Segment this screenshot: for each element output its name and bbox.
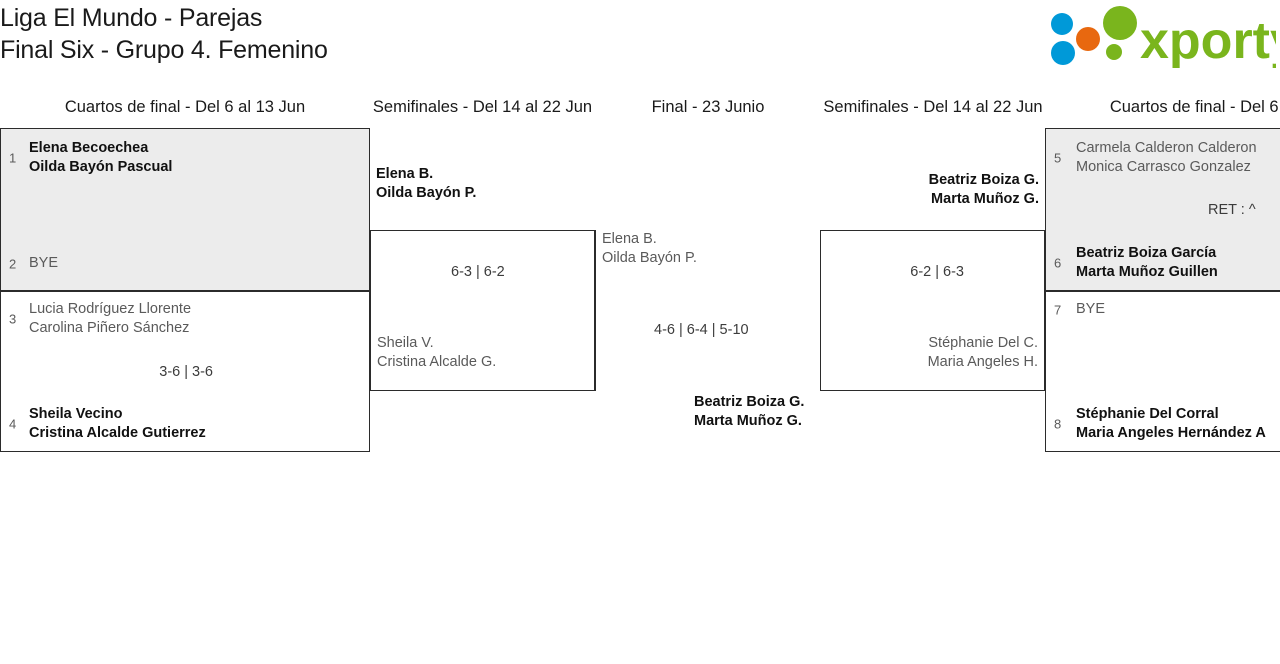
seed-number: 2 (9, 256, 17, 271)
competitor-name-line-2: Marta Muñoz Guillen (1076, 264, 1218, 280)
match-box-qf-left-2[interactable]: 3 Lucia Rodríguez Llorente Carolina Piñe… (0, 291, 370, 452)
competitor-name-line-1: Carmela Calderon Calderon (1076, 140, 1257, 156)
match-box-sf-left[interactable]: 6-3 | 6-2 Sheila V. Cristina Alcalde G. (370, 230, 595, 391)
competitor-name-line-2: Marta Muñoz G. (694, 413, 802, 429)
competitor-sf-right-top: Beatriz Boiza G. Marta Muñoz G. (929, 171, 1039, 209)
match-box-sf-right[interactable]: 6-2 | 6-3 Stéphanie Del C. Maria Angeles… (820, 230, 1045, 391)
seed-number: 8 (1054, 416, 1062, 432)
seed-number: 7 (1054, 302, 1062, 317)
competitor-name-line-2: Maria Angeles Hernández A (1076, 425, 1266, 441)
round-header-quarterfinals-right: Cuartos de final - Del 6 al 13 Jun (1109, 98, 1280, 116)
competitor-name-line-2: Oilda Bayón P. (602, 250, 697, 266)
competitor-name-line-2: Oilda Bayón Pascual (29, 159, 173, 175)
competitor-final-top: Elena B. Oilda Bayón P. (602, 230, 697, 268)
competitor-name-line-1: Beatriz Boiza G. (694, 394, 805, 410)
competitor-name-line-1: Sheila V. (377, 335, 434, 351)
match-box-final[interactable]: Elena B. Oilda Bayón P. 4-6 | 6-4 | 5-10 (595, 230, 821, 391)
seed-number: 1 (9, 150, 17, 166)
competitor-seed-4: 4 Sheila Vecino Cristina Alcalde Gutierr… (9, 405, 359, 443)
match-score: 6-2 | 6-3 (910, 264, 964, 280)
title-line-2: Final Six - Grupo 4. Femenino (0, 36, 328, 64)
competitor-seed-3: 3 Lucia Rodríguez Llorente Carolina Piñe… (9, 300, 359, 338)
competitor-sf-left-top: Elena B. Oilda Bayón P. (376, 165, 476, 203)
competitor-name-line-1: Beatriz Boiza G. (928, 172, 1039, 188)
competitor-name-line-1: Beatriz Boiza García (1076, 245, 1217, 261)
competitor-seed-8: 8 Stéphanie Del Corral Maria Angeles Her… (1054, 405, 1280, 443)
match-score: 4-6 | 6-4 | 5-10 (654, 322, 749, 338)
competitor-seed-2: 2 BYE (9, 254, 359, 273)
competitor-name-line-1: Stéphanie Del C. (928, 335, 1038, 351)
competitor-name-line-1: Elena Becoechea (29, 140, 149, 156)
competitor-name-line-2: Carolina Piñero Sánchez (29, 320, 190, 336)
competitor-seed-5: 5 Carmela Calderon Calderon Monica Carra… (1054, 139, 1280, 177)
competitor-name-line-2: Monica Carrasco Gonzalez (1076, 159, 1251, 175)
match-box-qf-right-2[interactable]: 7 BYE 8 Stéphanie Del Corral Maria Angel… (1045, 291, 1280, 452)
competitor-name-line-2: Cristina Alcalde G. (377, 354, 497, 370)
competitor-seed-1: 1 Elena Becoechea Oilda Bayón Pascual (9, 139, 359, 177)
competitor-final-bottom: Beatriz Boiza G. Marta Muñoz G. (694, 393, 804, 431)
round-header-quarterfinals-left: Cuartos de final - Del 6 al 13 Jun (64, 98, 306, 116)
competitor-seed-6: 6 Beatriz Boiza García Marta Muñoz Guill… (1054, 244, 1280, 282)
competitor-name-line-1: Lucia Rodríguez Llorente (29, 301, 192, 317)
round-header-final: Final - 23 Junio (651, 98, 765, 116)
competitor-seed-7: 7 BYE (1054, 300, 1280, 319)
competitor-name-line-1: BYE (29, 255, 59, 271)
competitor-name-line-1: Elena B. (376, 166, 434, 182)
competitor-name-line-1: Sheila Vecino (29, 406, 123, 422)
round-header-semifinals-left: Semifinales - Del 14 al 22 Jun (372, 98, 593, 116)
seed-number: 4 (9, 416, 17, 432)
competitor-name-line-1: BYE (1076, 301, 1106, 317)
match-score: 3-6 | 3-6 (159, 364, 213, 380)
competitor-name-line-2: Cristina Alcalde Gutierrez (29, 425, 206, 441)
competitor-name-line-2: Maria Angeles H. (927, 354, 1038, 370)
competitor-sf-right-bottom: Stéphanie Del C. Maria Angeles H. (928, 334, 1038, 372)
seed-number: 5 (1054, 150, 1062, 166)
connector-sf-left-upper (369, 209, 370, 231)
seed-number: 6 (1054, 255, 1062, 271)
seed-number: 3 (9, 311, 17, 327)
competitor-name-line-2: Oilda Bayón P. (376, 185, 477, 201)
competitor-sf-left-bottom: Sheila V. Cristina Alcalde G. (377, 334, 496, 372)
svg-text:xporty: xporty (1140, 12, 1276, 68)
round-header-semifinals-right: Semifinales - Del 14 al 22 Jun (823, 98, 1043, 116)
competitor-name-line-1: Stéphanie Del Corral (1076, 406, 1219, 422)
match-box-qf-right-1[interactable]: 5 Carmela Calderon Calderon Monica Carra… (1045, 128, 1280, 291)
match-score: 6-3 | 6-2 (451, 264, 505, 280)
match-score: RET : ^ (1208, 202, 1256, 218)
competitor-name-line-1: Elena B. (602, 231, 657, 247)
xporty-logo: xporty (1044, 6, 1276, 68)
competitor-name-line-2: Marta Muñoz G. (931, 191, 1039, 207)
match-box-qf-left-1[interactable]: 1 Elena Becoechea Oilda Bayón Pascual 2 … (0, 128, 370, 291)
title-line-1: Liga El Mundo - Parejas (0, 4, 263, 32)
